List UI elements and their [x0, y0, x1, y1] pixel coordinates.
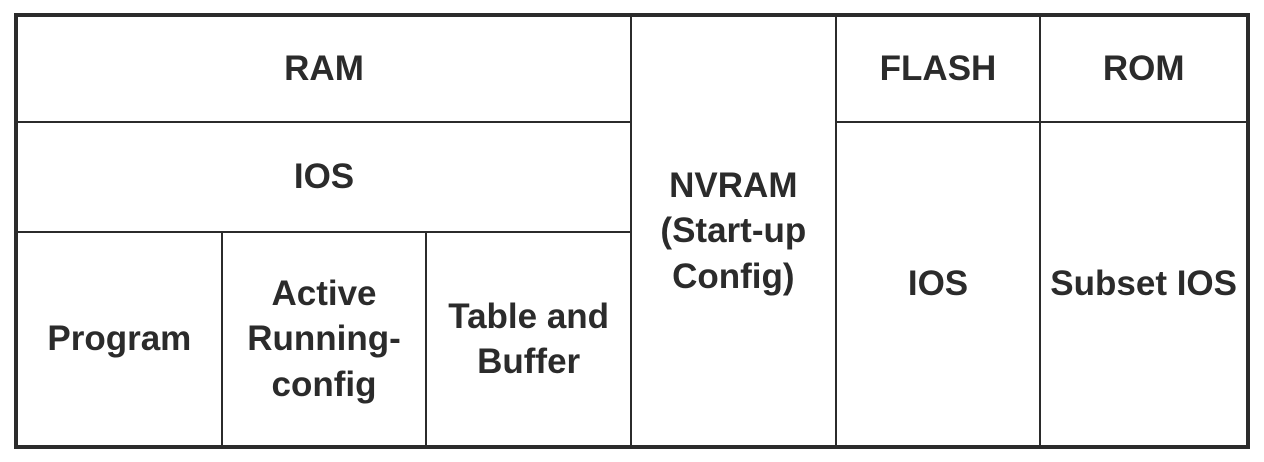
rom-cell: ROM	[1041, 17, 1246, 123]
table-and-buffer-label: Table and Buffer	[448, 296, 610, 382]
ram-ios-cell: IOS	[18, 123, 632, 233]
subset-ios-cell: Subset IOS	[1041, 123, 1246, 445]
ram-ios-label: IOS	[293, 157, 355, 197]
nvram-label: NVRAM (Start-up Config)	[660, 165, 807, 296]
ram-label: RAM	[284, 49, 364, 89]
program-cell: Program	[18, 233, 223, 445]
active-running-config-label: Active Running-config	[247, 273, 401, 404]
rom-label: ROM	[1102, 49, 1185, 89]
table-and-buffer-cell: Table and Buffer	[427, 233, 632, 445]
flash-label: FLASH	[879, 49, 997, 89]
ram-cell: RAM	[18, 17, 632, 123]
active-running-config-cell: Active Running-config	[222, 233, 428, 445]
flash-ios-label: IOS	[907, 264, 969, 304]
flash-cell: FLASH	[836, 17, 1042, 123]
memory-diagram: RAM IOS Program Active Running-config Ta…	[14, 13, 1250, 449]
flash-ios-cell: IOS	[836, 123, 1042, 445]
nvram-cell: NVRAM (Start-up Config)	[632, 17, 837, 445]
subset-ios-label: Subset IOS	[1050, 264, 1238, 304]
program-label: Program	[47, 319, 192, 359]
